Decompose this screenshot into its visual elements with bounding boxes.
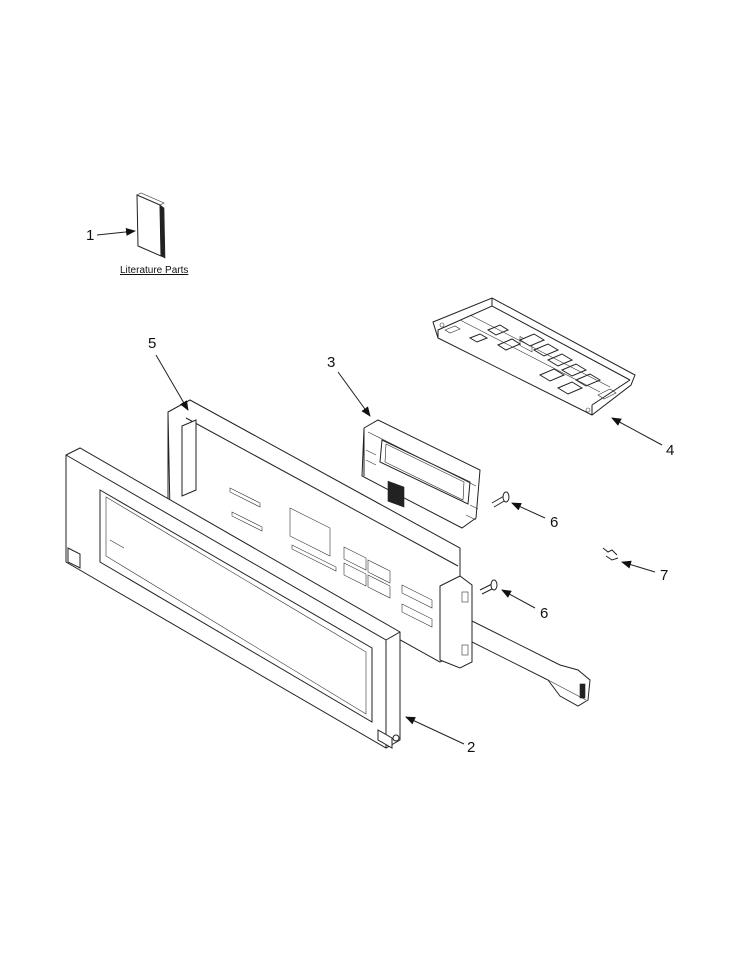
leader-part-6-lower — [501, 589, 536, 609]
screw-upper — [491, 491, 510, 508]
leader-part-1 — [96, 227, 136, 236]
screw-lower — [479, 579, 498, 595]
ribbon-cable — [459, 614, 591, 707]
literature-parts-caption: Literature Parts — [120, 265, 188, 276]
control-panel — [167, 399, 591, 707]
panel-keys — [229, 487, 433, 628]
label-part-4: 4 — [666, 442, 674, 459]
connector-block — [387, 480, 405, 508]
panel-trim — [65, 447, 401, 749]
literature-booklet — [136, 192, 166, 259]
leader-part-7 — [621, 560, 656, 573]
label-part-6-upper: 6 — [550, 514, 558, 531]
label-part-5: 5 — [148, 335, 156, 352]
leader-part-4 — [611, 417, 663, 446]
clip — [602, 547, 619, 561]
leader-part-3 — [337, 371, 371, 417]
label-part-1: 1 — [86, 227, 94, 244]
leader-part-2 — [405, 716, 465, 745]
label-part-3: 3 — [327, 354, 335, 371]
label-part-7: 7 — [660, 567, 668, 584]
label-part-6-lower: 6 — [540, 605, 548, 622]
control-board — [432, 297, 636, 416]
leader-part-6-upper — [511, 502, 546, 519]
label-part-2: 2 — [467, 739, 475, 756]
display-control-module — [361, 419, 481, 529]
leader-part-5 — [155, 354, 189, 411]
